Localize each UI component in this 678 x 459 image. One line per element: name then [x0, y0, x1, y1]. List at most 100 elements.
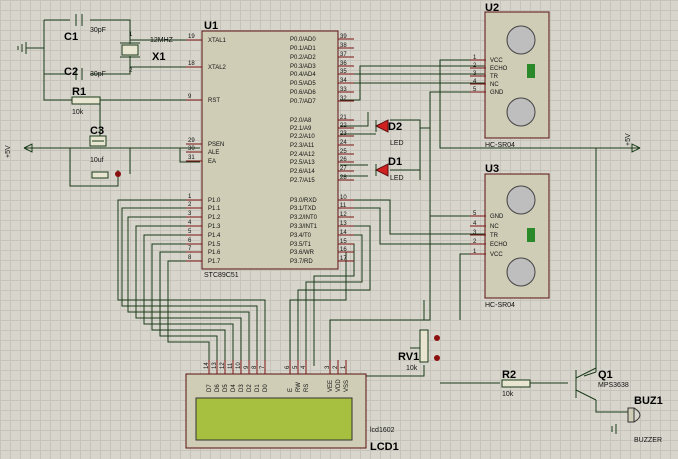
c2-ref: C2 — [64, 66, 78, 78]
capacitor-c1[interactable]: C1 30pF — [64, 14, 106, 43]
lcd-pin-number: 1 — [341, 365, 347, 369]
u2-pin-number: 2 — [473, 63, 477, 69]
mcu-pin-number: 17 — [340, 256, 347, 262]
lcd-pin-label: D2 — [247, 384, 253, 392]
mcu-pin-number: 37 — [340, 52, 347, 58]
lcd-pins: 14D713D612D511D410D39D28D17D06E5RW4RS3VE… — [204, 360, 350, 392]
capacitor-c2[interactable]: C2 30pF — [64, 66, 106, 80]
mcu-pin-number: 7 — [188, 246, 192, 252]
rv1-knob-down[interactable] — [434, 355, 440, 361]
lcd-pin-number: 7 — [260, 365, 266, 369]
mcu-pin-label: P0.3/AD3 — [290, 64, 316, 70]
lcd-pin-label: D1 — [255, 384, 261, 392]
x1-pin2: 2 — [129, 68, 133, 74]
lcd-pin-label: VDD — [336, 379, 342, 392]
c1-ref: C1 — [64, 31, 78, 43]
r1-value: 10k — [72, 109, 84, 116]
mcu-pin-number: 32 — [340, 96, 347, 102]
mcu-right-pins: 39P0.0/AD038P0.1/AD137P0.2/AD236P0.3/AD3… — [290, 34, 354, 265]
mcu-pin-number: 11 — [340, 203, 347, 209]
power-left-label: +5V — [5, 145, 12, 158]
u2-pin-number: 3 — [473, 71, 477, 77]
mcu-pin-number: 15 — [340, 239, 347, 245]
mcu-pin-number: 34 — [340, 78, 347, 84]
buz-ref: BUZ1 — [634, 395, 663, 407]
mcu-pin-label: P2.7/A15 — [290, 178, 315, 184]
lcd-pin-label: D5 — [223, 384, 229, 392]
mcu-pin-number: 19 — [188, 34, 195, 40]
u3-pin-label: TR — [490, 233, 499, 239]
u2-pin-label: GND — [490, 90, 504, 96]
mcu-pin-label: P3.0/RXD — [290, 198, 317, 204]
mcu-pin-number: 23 — [340, 131, 347, 137]
mcu-pin-label: P1.1 — [208, 206, 221, 212]
led-d1[interactable]: D1 LED — [374, 156, 404, 182]
rv1-knob-up[interactable] — [434, 335, 440, 341]
c2-value: 30pF — [90, 71, 106, 78]
crystal-x1[interactable]: X1 12MHZ 1 2 — [120, 32, 174, 74]
x1-pin1: 1 — [129, 32, 133, 38]
mcu-pin-label: P1.3 — [208, 224, 221, 230]
mcu-part: STC89C51 — [204, 272, 239, 279]
lcd-lcd1[interactable]: LCD1 lcd1602 14D713D612D511D410D39D28D17… — [185, 360, 399, 453]
x1-value: 12MHZ — [150, 37, 174, 44]
mcu-pin-label: P2.6/A14 — [290, 169, 315, 175]
resistor-r1[interactable]: R1 10k — [71, 86, 101, 116]
mcu-pin-number: 22 — [340, 123, 347, 129]
x1-ref: X1 — [152, 51, 165, 63]
d1-value: LED — [390, 175, 404, 182]
capacitor-c3[interactable]: C3 10uf — [89, 125, 107, 164]
mcu-pin-label: XTAL1 — [208, 38, 227, 44]
d2-ref: D2 — [388, 121, 402, 133]
lcd-pin-label: RS — [304, 384, 310, 392]
u2-pin-number: 1 — [473, 55, 477, 61]
lcd-pin-label: D3 — [239, 384, 245, 392]
potentiometer-rv1[interactable]: RV1 10k — [398, 329, 440, 372]
u3-pin-label: NC — [490, 224, 499, 230]
ground-symbol-buzzer — [611, 424, 617, 434]
mcu-pin-label: EA — [208, 159, 216, 165]
r2-body — [501, 379, 531, 388]
mcu-pin-number: 38 — [340, 43, 347, 49]
mcu-pin-label: P2.5/A13 — [290, 160, 315, 166]
lcd-pin-number: 10 — [236, 362, 242, 369]
resistor-r2[interactable]: R2 10k — [501, 369, 531, 398]
u3-pin-label: GND — [490, 214, 504, 220]
mcu-pin-label: P2.4/A12 — [290, 152, 315, 158]
buzzer-buz1[interactable]: BUZ1 BUZZER — [627, 395, 663, 444]
lcd-pin-label: RW — [296, 382, 302, 392]
reset-button[interactable] — [91, 171, 121, 179]
u2-led-indicator — [527, 64, 535, 78]
lcd-pin-number: 14 — [204, 362, 210, 369]
crystal-body — [121, 44, 139, 56]
mcu-pin-number: 26 — [340, 157, 347, 163]
buzzer-horn — [633, 407, 641, 423]
u2-ref: U2 — [485, 2, 499, 14]
q1-value: MPS3638 — [598, 382, 629, 389]
u3-transducer-top — [506, 185, 536, 215]
mcu-pin-label: P1.4 — [208, 233, 221, 239]
c3-value: 10uf — [90, 157, 104, 164]
mcu-pin-label: P0.0/AD0 — [290, 37, 316, 43]
mcu-pin-number: 18 — [188, 61, 195, 67]
mcu-pin-number: 27 — [340, 166, 347, 172]
mcu-pin-label: P3.3/INT1 — [290, 224, 318, 230]
mcu-u1[interactable]: U1 STC89C51 19XTAL118XTAL29RST29PSEN30AL… — [186, 20, 354, 279]
u3-part: HC-SR04 — [485, 302, 515, 309]
mcu-pin-number: 13 — [340, 221, 347, 227]
mcu-pin-label: P3.5/T1 — [290, 242, 312, 248]
mcu-pin-number: 39 — [340, 34, 347, 40]
transistor-q1[interactable]: Q1 MPS3638 — [575, 367, 629, 401]
led-d2[interactable]: D2 LED — [374, 119, 404, 147]
lcd-pin-number: 3 — [325, 365, 331, 369]
mcu-pin-label: PSEN — [208, 142, 224, 148]
power-right: +5V — [625, 133, 641, 153]
lcd-pin-label: VEE — [328, 380, 334, 392]
mcu-pin-number: 29 — [188, 138, 195, 144]
mcu-pin-number: 9 — [188, 94, 192, 100]
c3-ref: C3 — [90, 125, 104, 137]
